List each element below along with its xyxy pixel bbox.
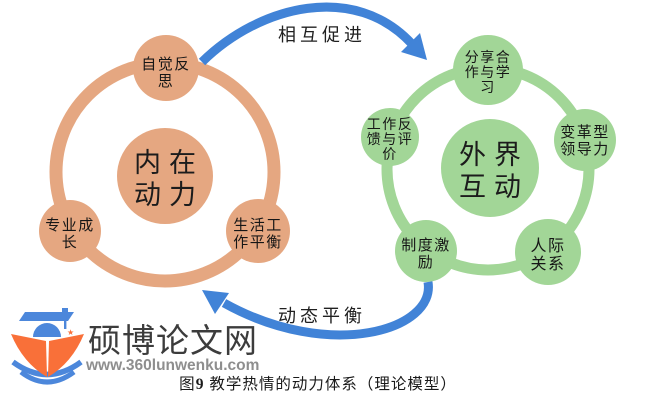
satellite-institutional-incentive [395,220,457,282]
dynamic-balance-arrow: 动态平衡 [202,281,433,340]
satellite-sharing-label-line2: 作与学 [465,65,512,81]
satellite-self-reflection-label-line1: 自觉反 [141,56,191,73]
mutual-promotion-arrowhead-icon [401,33,427,60]
satellite-work-life-balance [226,199,290,263]
satellite-transformational-leadership [554,109,616,171]
satellite-incentive-label-line2: 励 [418,254,435,271]
satellite-professional-growth-label-line1: 专业成 [45,217,95,234]
satellite-professional-growth-label-line2: 长 [62,234,79,251]
satellite-sharing-label-line1: 分享合 [465,49,512,66]
watermark-site-name: 硕博论文网 [88,322,258,359]
dynamic-balance-arrow-shaft [221,281,433,340]
satellite-work-feedback-evaluation [361,108,419,166]
satellite-relations-label-line2: 关系 [530,255,565,273]
external-interaction-system: 分享合 作与学 习 工作反 馈与评 价 变革型 领导力 制度激 励 人际 关系 … [361,35,616,285]
inner-hub-circle [117,128,213,224]
satellite-self-reflection [133,35,199,101]
satellite-work-life-balance-label-line2: 作平衡 [233,234,283,251]
figure-caption-title: 教学热情的动力体系（理论模型） [204,375,456,393]
satellite-sharing-label-line3: 习 [480,81,496,96]
watermark-logo: ★ 硕博论文网 www.360lunwenku.com [11,308,259,385]
inner-motivation-system: 自觉反 思 专业成 长 生活工 作平衡 内在 动力 [39,35,290,288]
figure-caption-number: 9 [196,376,205,393]
satellite-work-life-balance-label-line1: 生活工 [233,217,283,234]
mutual-promotion-label: 相互促进 [278,25,366,45]
dynamic-balance-label: 动态平衡 [278,306,366,326]
mutual-promotion-arrow-shaft [198,2,416,66]
satellite-feedback-label-line1: 工作反 [367,117,414,133]
satellite-feedback-label-line3: 价 [382,147,398,163]
inner-hub-label-line1: 内在 [134,148,204,178]
graduation-book-icon: ★ [11,308,84,385]
satellite-professional-growth [39,200,101,262]
satellite-relations-label-line1: 人际 [530,237,565,255]
outer-hub-label-line2: 互动 [459,172,529,202]
dynamic-balance-arrowhead-icon [202,290,229,314]
figure-caption-prefix: 图 [179,376,196,393]
satellite-leadership-label-line2: 领导力 [560,141,610,158]
satellite-incentive-label-line1: 制度激 [401,237,451,254]
satellite-interpersonal-relations [515,219,581,285]
outer-hub-circle [441,119,539,217]
mutual-promotion-arrow: 相互促进 [198,2,427,66]
inner-hub-label-line2: 动力 [134,180,204,210]
outer-hub-label-line1: 外界 [459,140,529,170]
satellite-self-reflection-label-line2: 思 [158,74,175,90]
satellite-leadership-label-line1: 变革型 [560,124,610,141]
satellite-feedback-label-line2: 馈与评 [367,132,414,148]
satellite-sharing-cooperation-learning [453,35,523,105]
watermark-site-url: www.360lunwenku.com [85,357,259,374]
star-icon: ★ [67,328,74,337]
figure-caption: 图9 教学热情的动力体系（理论模型） [179,375,457,393]
